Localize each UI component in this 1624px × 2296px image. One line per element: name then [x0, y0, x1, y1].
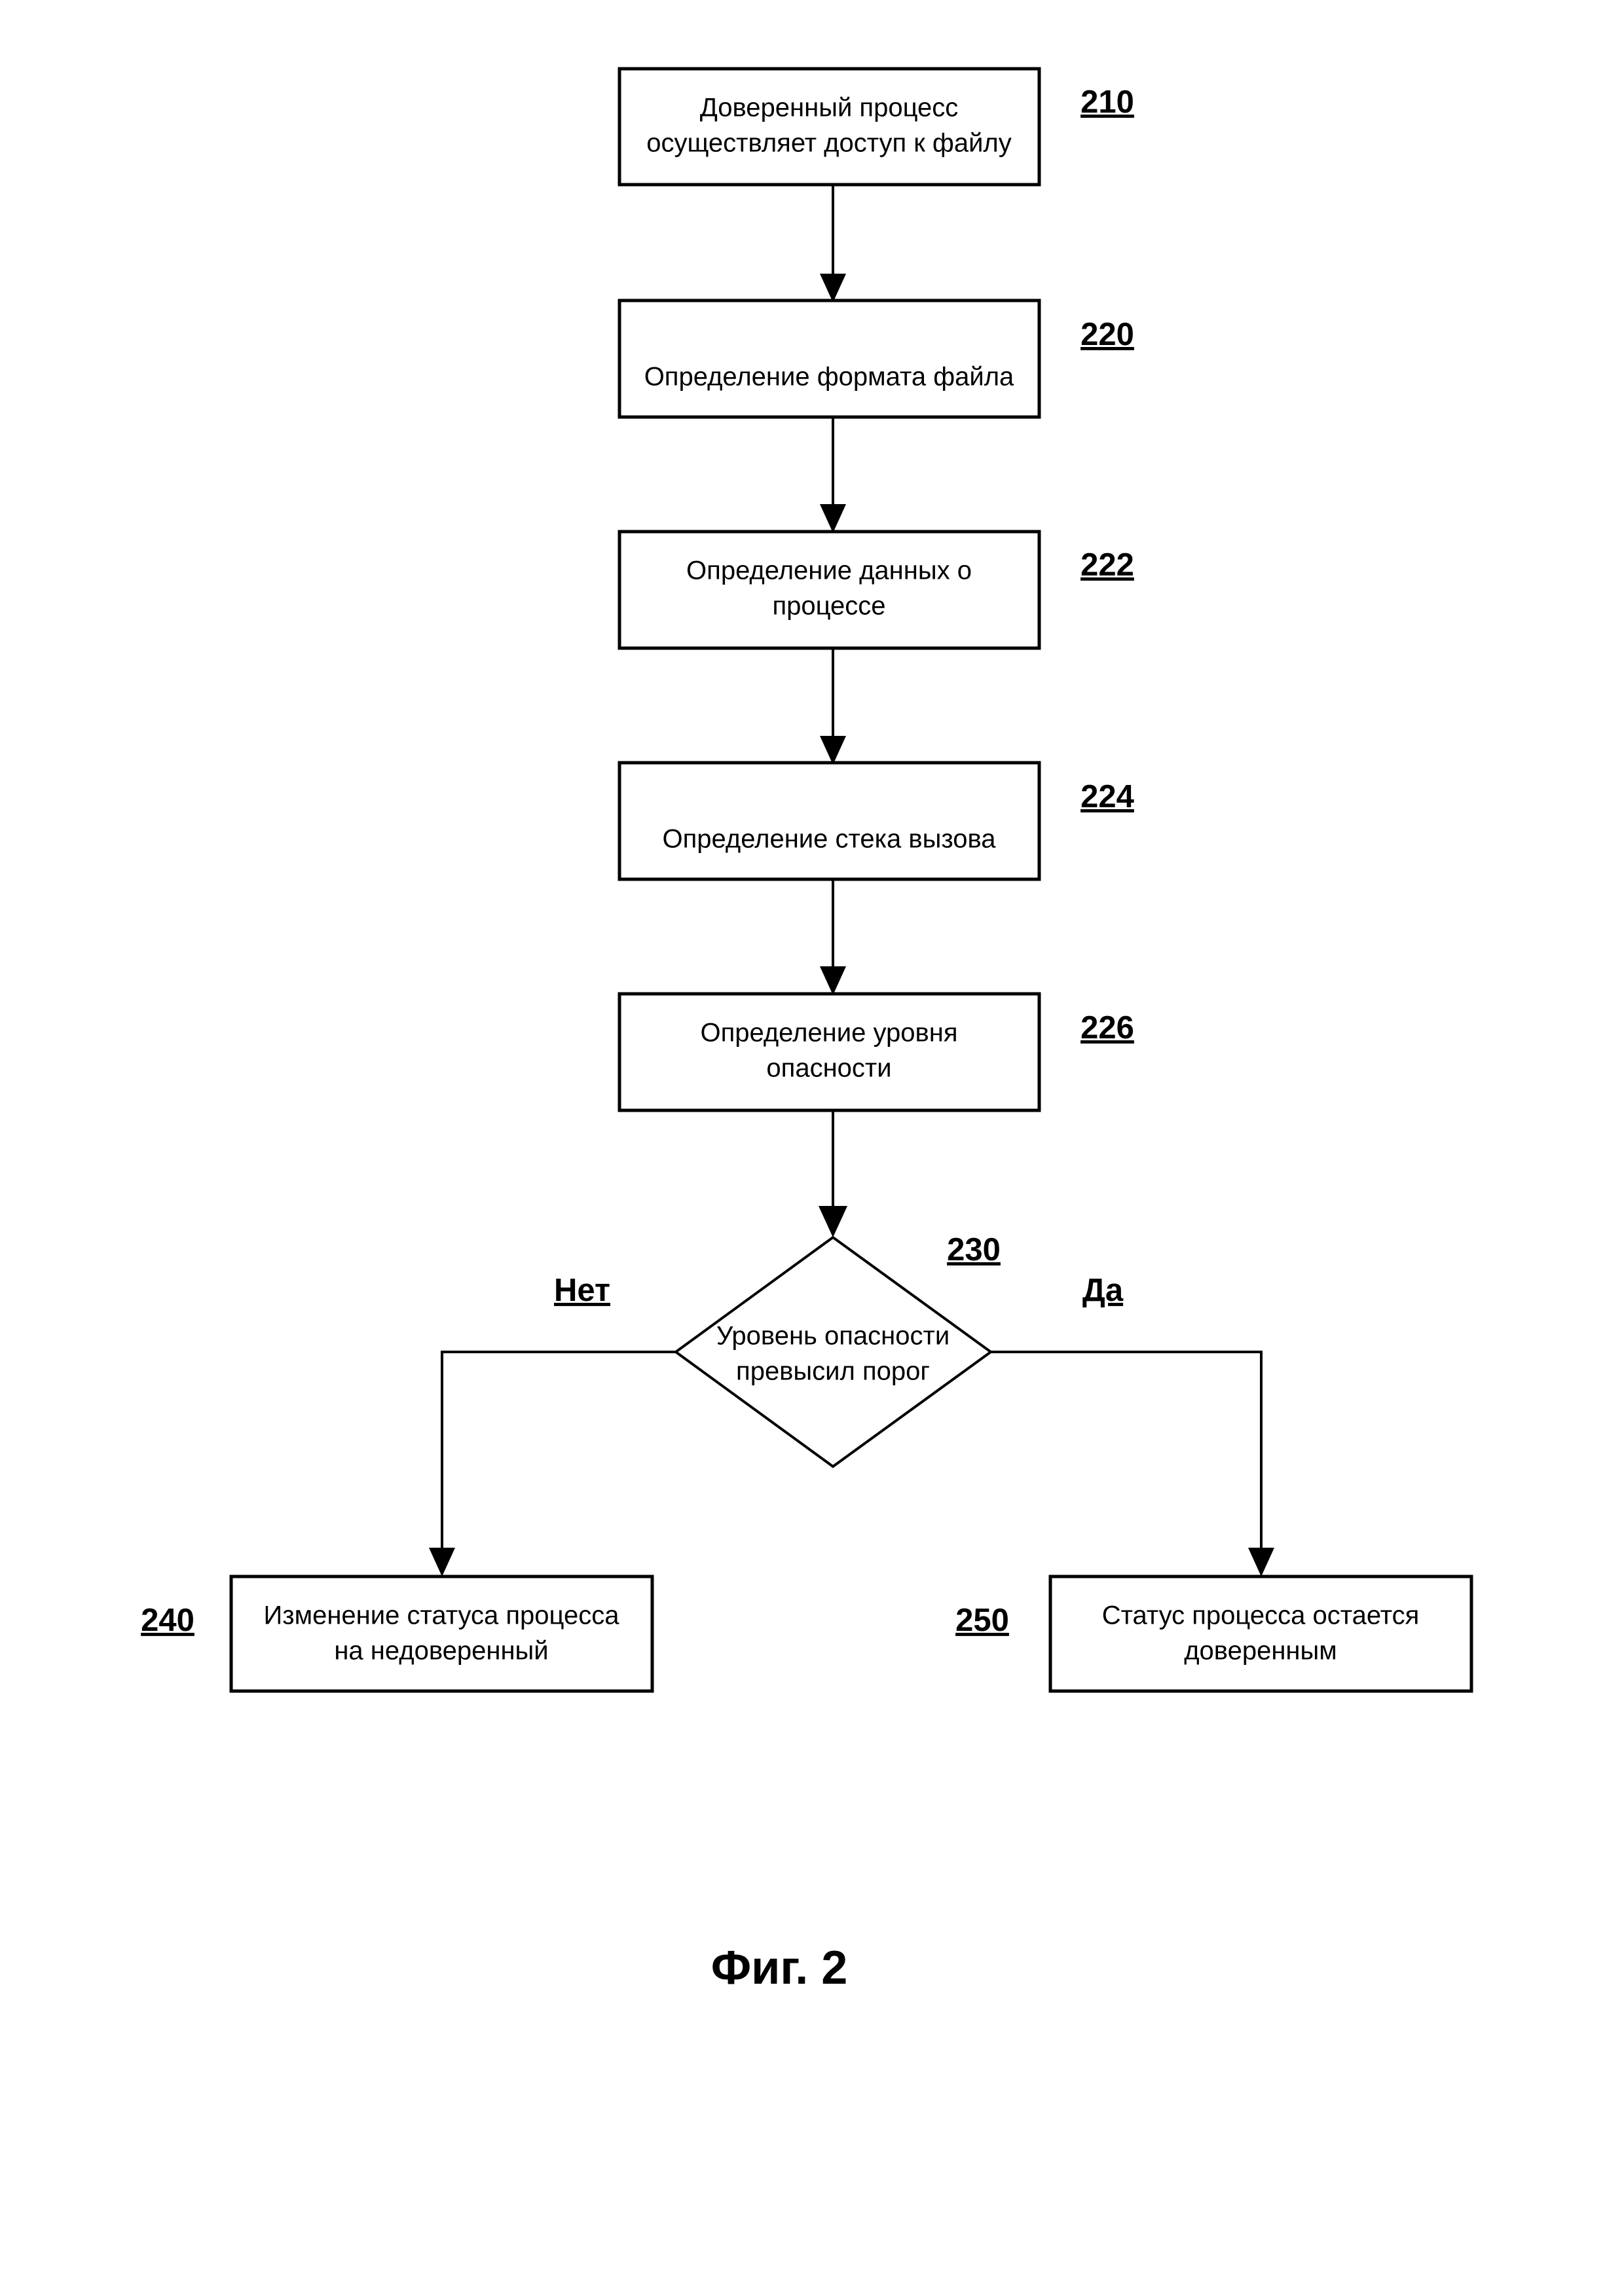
- node-222-ref: 222: [1080, 547, 1134, 583]
- node-240-label-line1: Изменение статуса процесса: [264, 1601, 620, 1630]
- branch-label-no: Нет: [554, 1273, 610, 1308]
- connector-230-250-yes: [991, 1351, 1274, 1576]
- figure-caption: Фиг. 2: [711, 1942, 848, 1994]
- node-220-ref: 220: [1080, 317, 1134, 352]
- node-210[interactable]: Доверенный процесс осуществляет доступ к…: [618, 67, 1041, 187]
- node-250[interactable]: Статус процесса остается доверенным: [1048, 1575, 1473, 1693]
- connector-220-222: [820, 417, 846, 533]
- node-230-label-line2: превысил порог: [736, 1357, 930, 1386]
- node-230-diamond[interactable]: [673, 1235, 993, 1468]
- node-226-box[interactable]: [618, 992, 1041, 1112]
- node-240-ref: 240: [141, 1603, 194, 1638]
- node-222-label-line2: процессе: [772, 592, 885, 621]
- node-224-label-line1: Определение стека вызова: [662, 825, 996, 854]
- node-226-label-line2: опасности: [766, 1054, 891, 1083]
- node-250-label-line2: доверенным: [1184, 1637, 1337, 1666]
- connector-230-240-no: [429, 1351, 676, 1576]
- node-222[interactable]: Определение данных о процессе: [618, 530, 1041, 650]
- node-210-label-line2: осуществляет доступ к файлу: [646, 129, 1012, 158]
- node-250-ref: 250: [955, 1603, 1009, 1638]
- node-210-ref: 210: [1080, 84, 1134, 120]
- node-210-box[interactable]: [618, 67, 1041, 187]
- node-226-ref: 226: [1080, 1010, 1134, 1046]
- connector-222-224: [820, 648, 846, 765]
- node-230-ref: 230: [947, 1232, 1001, 1267]
- node-250-box[interactable]: [1048, 1575, 1473, 1693]
- node-220[interactable]: Определение формата файла: [618, 299, 1041, 419]
- connector-226-230: [819, 1109, 847, 1237]
- node-226-label-line1: Определение уровня: [700, 1019, 957, 1048]
- node-226[interactable]: Определение уровня опасности: [618, 992, 1041, 1112]
- node-222-box[interactable]: [618, 530, 1041, 650]
- connector-210-220: [820, 185, 846, 302]
- node-240-box[interactable]: [229, 1575, 654, 1693]
- node-250-label-line1: Статус процесса остается: [1102, 1601, 1420, 1630]
- connector-224-226: [820, 879, 846, 995]
- node-224-ref: 224: [1080, 779, 1134, 814]
- node-210-label-line1: Доверенный процесс: [700, 94, 959, 122]
- node-222-label-line1: Определение данных о: [686, 556, 972, 585]
- node-230-label-line1: Уровень опасности: [716, 1322, 950, 1351]
- node-224[interactable]: Определение стека вызова: [618, 761, 1041, 881]
- node-240[interactable]: Изменение статуса процесса на недоверенн…: [229, 1575, 654, 1693]
- node-220-box[interactable]: [618, 299, 1041, 419]
- node-240-label-line2: на недоверенный: [334, 1637, 548, 1666]
- node-224-box[interactable]: [618, 761, 1041, 881]
- branch-label-yes: Да: [1082, 1273, 1124, 1308]
- node-230[interactable]: Уровень опасности превысил порог: [673, 1235, 993, 1468]
- node-220-label-line1: Определение формата файла: [644, 363, 1014, 392]
